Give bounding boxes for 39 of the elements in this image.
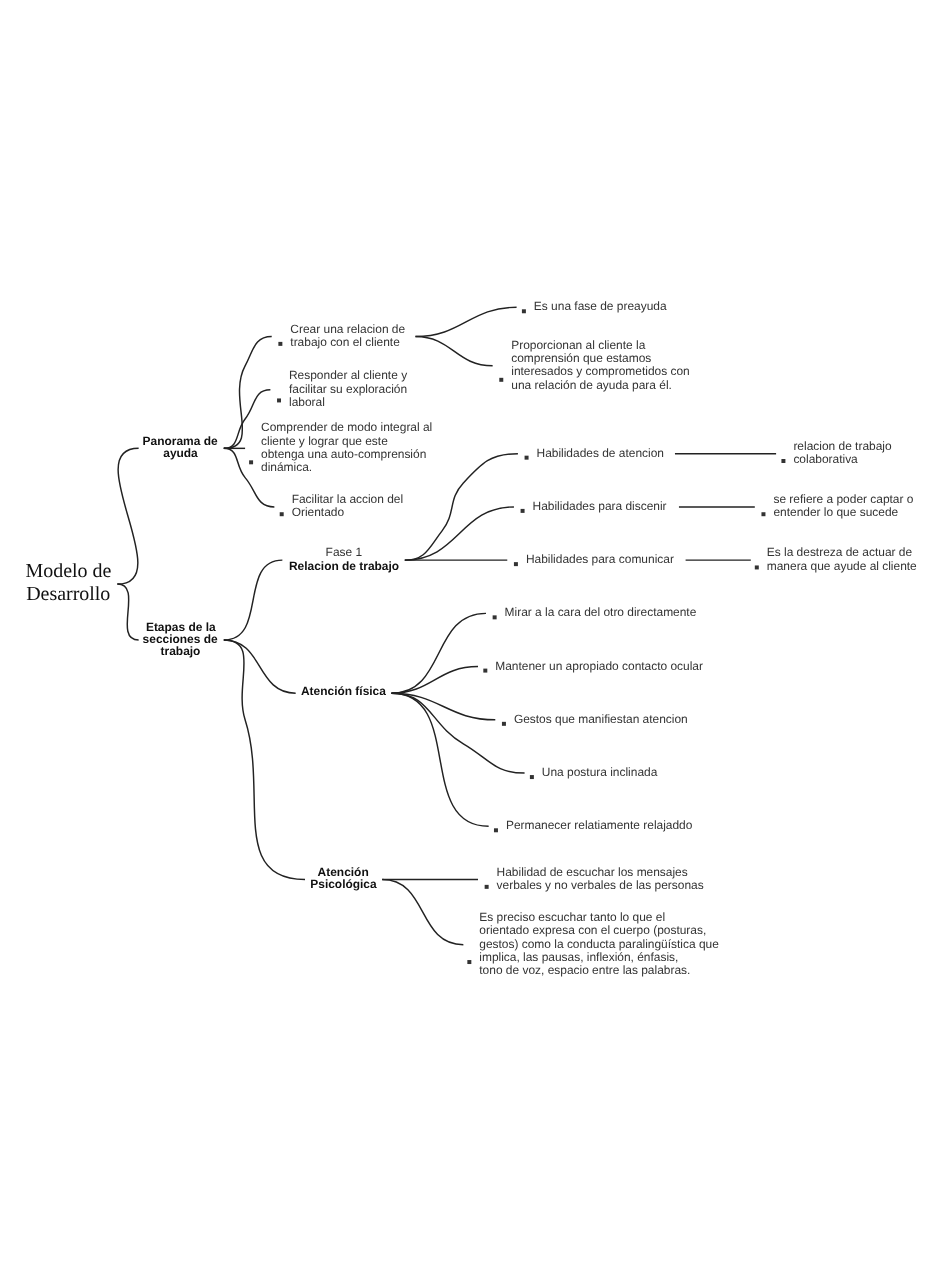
connector [404,452,519,561]
connector [404,559,508,561]
connector [223,335,273,450]
node-box [529,775,534,780]
node-box [467,960,472,965]
connector [116,447,140,585]
node-box [761,512,766,517]
connector [223,639,306,881]
node-box [501,721,506,726]
node-box [499,377,504,382]
connector [223,559,284,641]
connector [404,506,515,561]
connector [674,452,777,455]
node-box [279,512,284,517]
node-text: Modelo de Desarrollo [25,561,112,607]
node-box [484,884,489,889]
node-box [520,508,525,513]
connector [223,447,276,508]
node-box [781,459,786,463]
connector [390,692,490,828]
node-box [524,455,529,460]
connector [414,335,494,367]
node-box [483,668,488,673]
connector [381,878,465,946]
node-box [278,341,283,346]
node-box [277,398,282,403]
connector [390,665,479,694]
node-box [521,309,526,314]
connector [116,583,140,641]
connector [223,389,272,450]
node-box [513,562,518,567]
connector [390,612,487,694]
node-box [493,828,498,833]
connector [678,506,756,508]
connector [223,447,246,450]
node-box [492,615,497,620]
connector [684,559,752,561]
node-box [249,460,254,465]
node-box [754,565,759,570]
